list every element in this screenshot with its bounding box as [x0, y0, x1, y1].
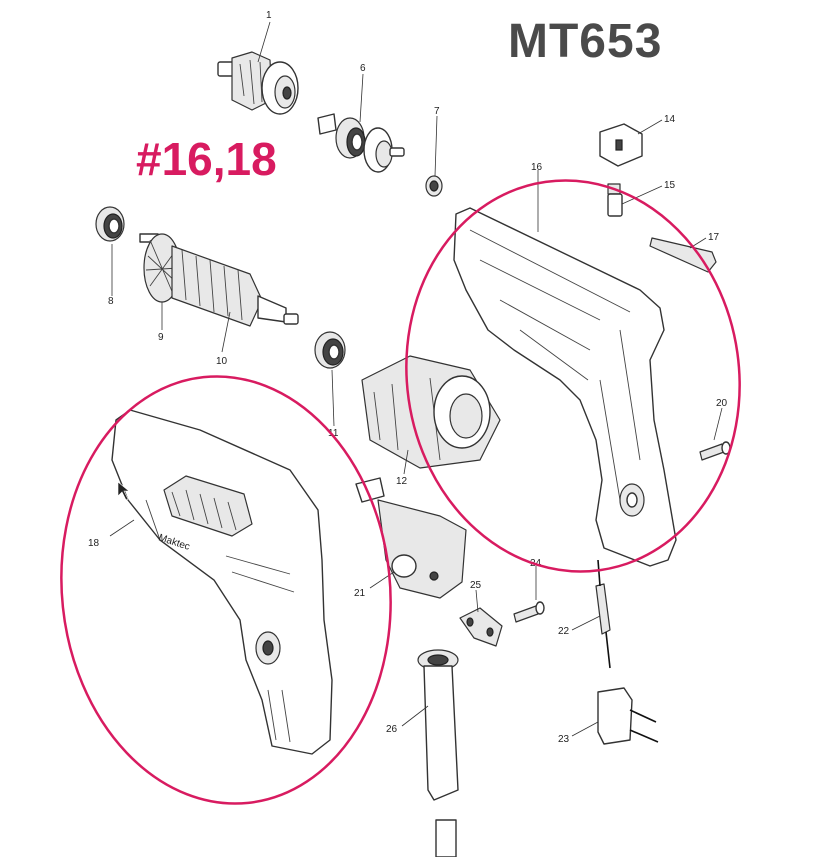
part-11-bearing	[314, 331, 346, 369]
cursor-icon	[117, 481, 130, 501]
part-number: 18	[88, 538, 100, 549]
part-7-bushing	[425, 175, 443, 197]
part-number: 21	[354, 588, 366, 599]
part-26-side-handle	[417, 649, 459, 858]
model-title: MT653	[508, 15, 663, 68]
part-number: 23	[558, 734, 570, 745]
leader-lines	[109, 21, 723, 737]
part-16-housing	[453, 207, 677, 567]
part-number: 17	[708, 232, 720, 243]
highlight-circle-part-18	[60, 375, 392, 805]
part-number: 14	[664, 114, 676, 125]
part-number: 7	[434, 106, 440, 117]
part-number: 26	[386, 724, 398, 735]
part-9-10-armature	[139, 233, 299, 327]
part-number: 6	[360, 63, 366, 74]
part-number: 15	[664, 180, 676, 191]
part-24-screw	[513, 601, 545, 623]
highlight-circle-part-16	[405, 179, 741, 573]
part-number: 9	[158, 332, 164, 343]
highlight-label: #16,18	[136, 133, 277, 185]
part-8-bearing	[95, 206, 125, 242]
part-12-field	[361, 355, 501, 469]
part-number: 20	[716, 398, 728, 409]
part-18-housing: Maktec	[111, 409, 333, 755]
part-number: 8	[108, 296, 114, 307]
part-25-strain-relief	[459, 607, 503, 647]
part-number: 10	[216, 356, 228, 367]
part-number: 22	[558, 626, 570, 637]
part-14-brush-holder	[599, 123, 643, 167]
part-20-screw	[699, 441, 731, 461]
part-23-capacitor	[597, 687, 659, 745]
part-number: 1	[266, 10, 272, 21]
part-17-cord-guard	[649, 237, 717, 273]
part-6-spindle-assembly	[317, 113, 405, 173]
part-number: 16	[531, 162, 543, 173]
part-22-cord	[595, 559, 611, 669]
part-1-chuck	[217, 51, 299, 115]
part-number: 12	[396, 476, 408, 487]
part-21-switch	[355, 477, 467, 599]
part-number: 25	[470, 580, 482, 591]
part-number: 11	[328, 428, 339, 439]
